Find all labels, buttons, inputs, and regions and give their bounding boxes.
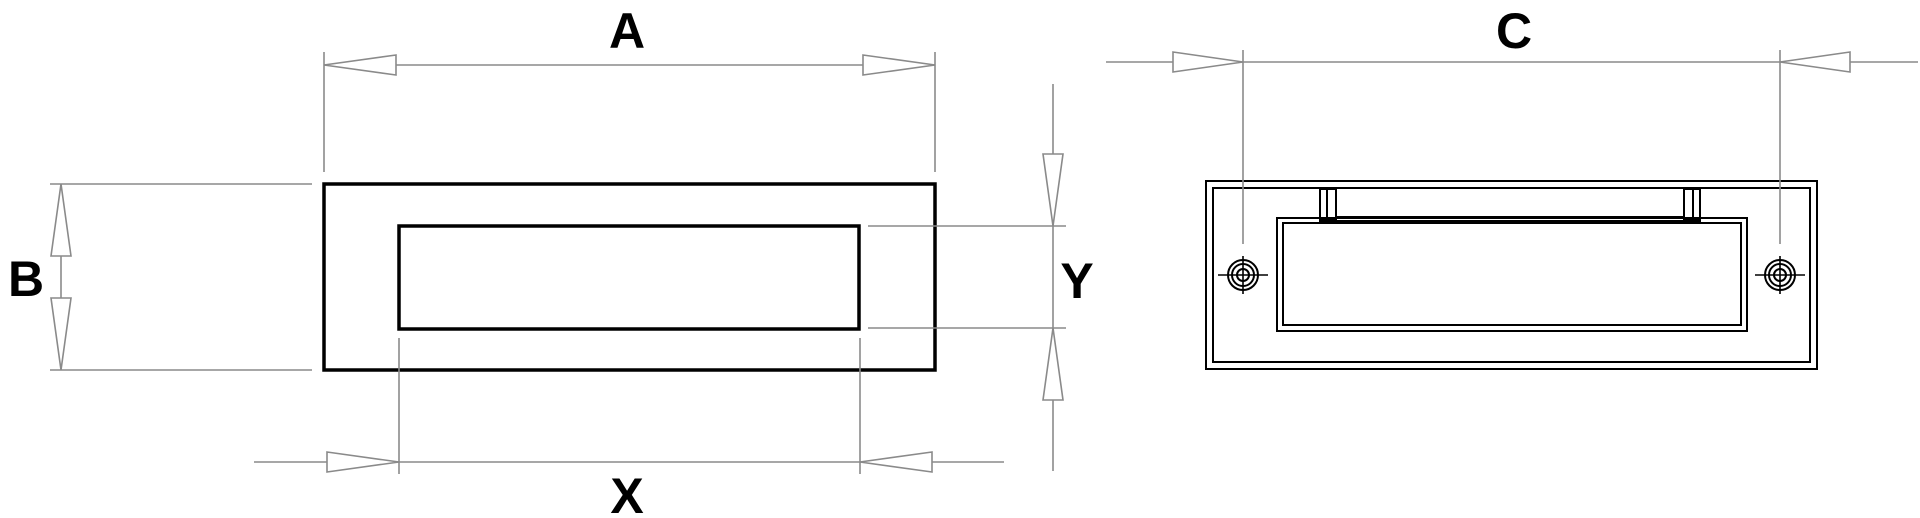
dimension-c-arrow-left [1172, 51, 1244, 73]
front-slot-opening [397, 224, 861, 331]
dimension-a-arrow-left [323, 54, 397, 76]
dimension-c: C [1106, 3, 1918, 244]
rear-view [1205, 180, 1818, 370]
dimension-b-arrow-bottom [50, 297, 72, 371]
dimension-b-arrow-top [50, 183, 72, 257]
dimension-a-label: A [609, 3, 645, 59]
dimension-y: Y [868, 84, 1094, 471]
rear-flap-outer [1276, 217, 1748, 332]
dimension-a: A [323, 3, 936, 172]
dimension-c-label: C [1496, 3, 1532, 59]
dimension-a-arrow-right [862, 54, 936, 76]
dimension-x: X [254, 338, 1004, 518]
dimension-b-label: B [8, 251, 44, 307]
rear-flap-inner [1282, 222, 1742, 326]
dimension-x-arrow-left [326, 451, 400, 473]
dimension-b: B [8, 183, 312, 371]
dimension-x-arrow-right [859, 451, 933, 473]
dimension-y-arrow-top [1042, 153, 1064, 227]
rear-outer-plate-inner-edge [1212, 187, 1811, 363]
dimension-y-label: Y [1060, 253, 1093, 309]
rear-hinge-bar [1319, 187, 1701, 222]
dimension-y-arrow-bottom [1042, 327, 1064, 401]
front-view [322, 182, 937, 372]
screw-hole-left [1218, 256, 1268, 294]
front-outer-plate [322, 182, 937, 372]
rear-outer-plate [1205, 180, 1818, 370]
screw-hole-right [1755, 256, 1805, 294]
dimension-c-arrow-right [1779, 51, 1851, 73]
dimension-x-label: X [610, 468, 643, 518]
